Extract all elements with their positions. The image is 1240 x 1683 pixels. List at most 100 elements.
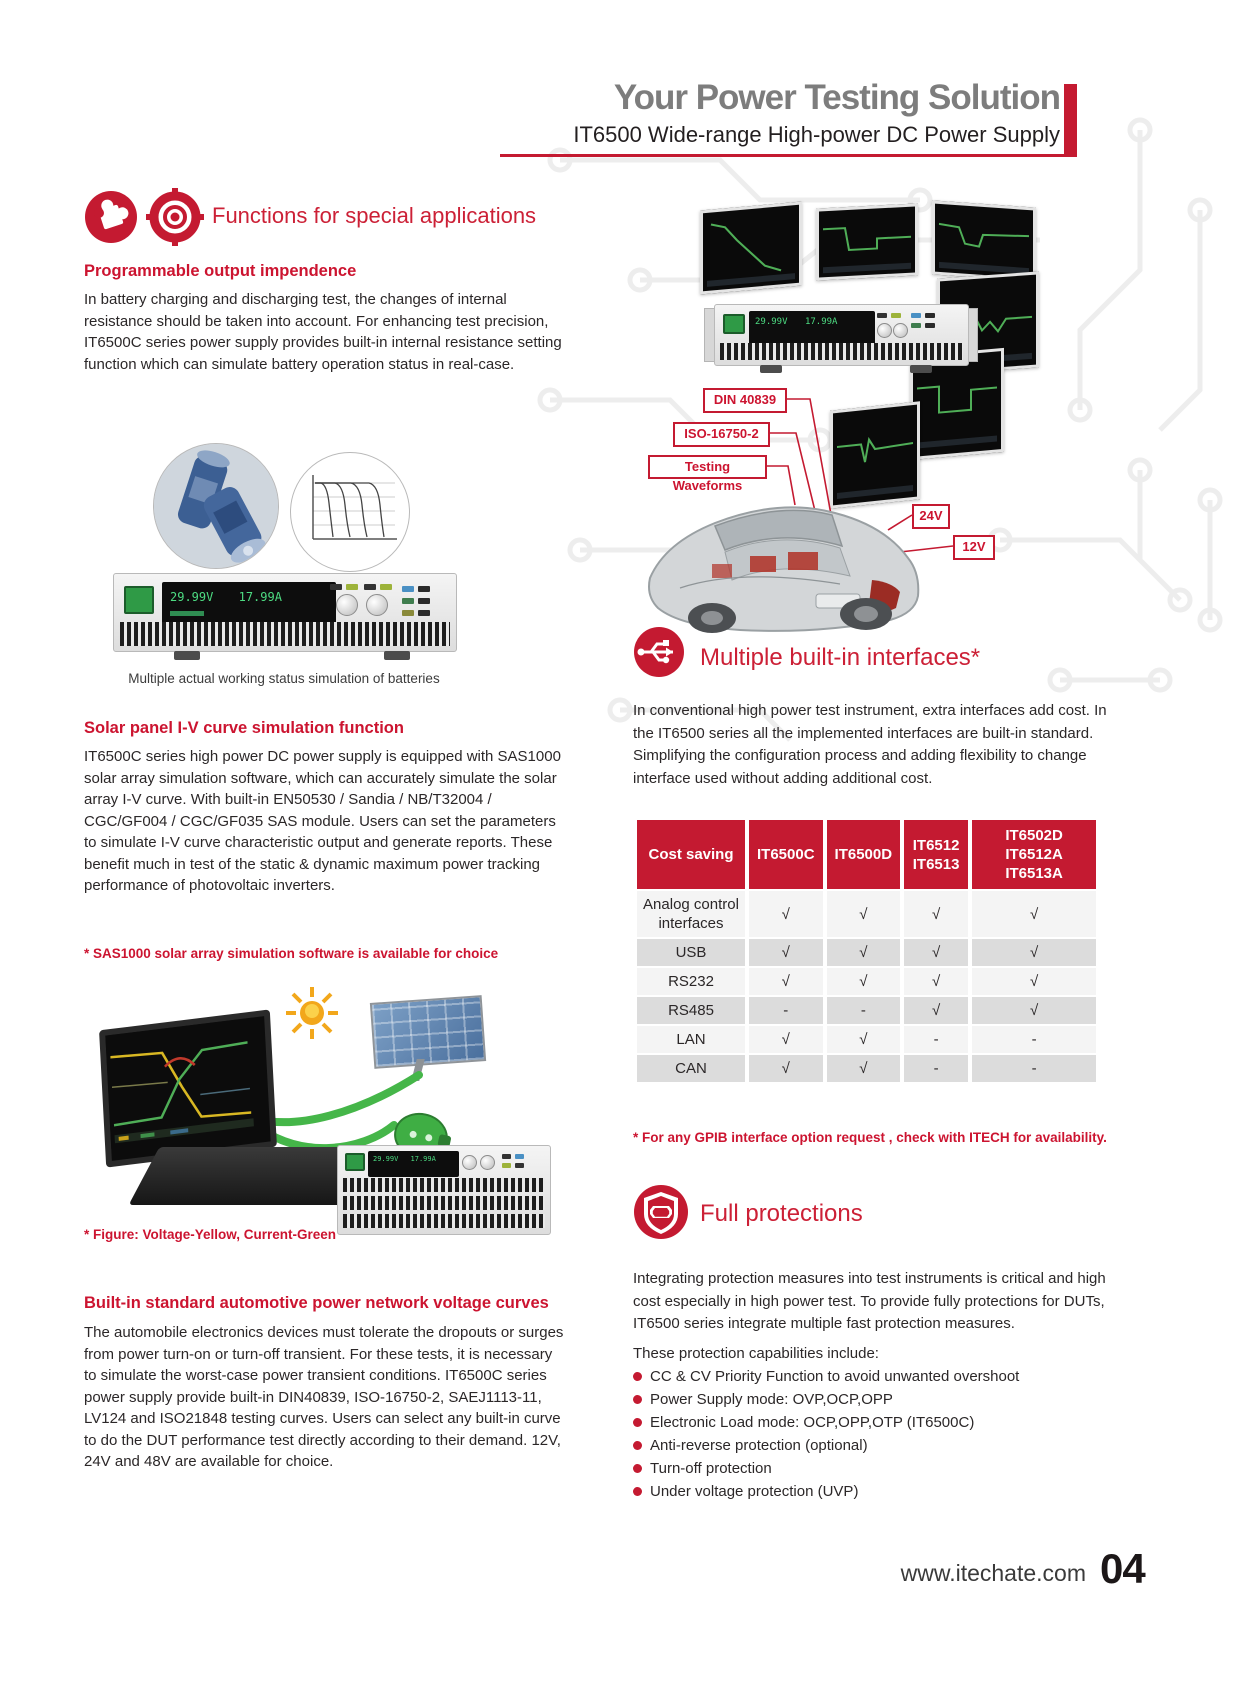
cell: √: [904, 939, 969, 966]
front-display: 29.99V 17.99A: [368, 1151, 459, 1177]
display-current: 17.99A: [238, 590, 282, 604]
ventilation-grille: [120, 622, 450, 646]
automotive-testing-illustration: 29.99V 17.99A DIN 40839 ISO-16750-2 Te: [600, 190, 1200, 640]
panel-button[interactable]: [418, 598, 430, 604]
ventilation-grille: [720, 343, 963, 360]
current-knob[interactable]: [366, 594, 388, 616]
website-link[interactable]: www.itechate.com: [900, 1560, 1086, 1586]
knob[interactable]: [877, 323, 892, 338]
panel-button[interactable]: [402, 586, 414, 592]
figure-color-note: * Figure: Voltage-Yellow, Current-Green: [84, 1227, 337, 1242]
knob[interactable]: [480, 1155, 495, 1170]
panel-button[interactable]: [402, 598, 414, 604]
paragraph-interfaces: In conventional high power test instrume…: [633, 702, 1107, 787]
bullet-icon: [633, 1441, 642, 1450]
paragraph-protections: Integrating protection measures into tes…: [633, 1270, 1106, 1332]
panel-button[interactable]: [515, 1154, 524, 1159]
list-item: Turn-off protection: [633, 1457, 1133, 1480]
bullet-icon: [633, 1464, 642, 1473]
cell: -: [972, 1026, 1097, 1053]
solar-power-supply: 29.99V 17.99A: [337, 1145, 551, 1235]
list-item-text: CC & CV Priority Function to avoid unwan…: [650, 1368, 1020, 1385]
knob[interactable]: [462, 1155, 477, 1170]
waveform-monitor-3: [932, 200, 1036, 282]
row-label: USB: [637, 939, 745, 966]
device-foot: [384, 651, 410, 660]
panel-button[interactable]: [346, 584, 358, 590]
power-button[interactable]: [723, 314, 745, 334]
cell: √: [826, 1055, 901, 1082]
voltage-knob[interactable]: [336, 594, 358, 616]
list-item-text: Turn-off protection: [650, 1460, 772, 1477]
protection-capabilities-list: These protection capabilities include: C…: [633, 1342, 1133, 1503]
power-supply-front-panel: 29.99V 17.99A: [113, 573, 457, 652]
callout-connector-lines: [763, 398, 954, 553]
row-label: CAN: [637, 1055, 745, 1082]
page-subtitle: IT6500 Wide-range High-power DC Power Su…: [573, 122, 1060, 147]
waveform-monitor-6: [830, 401, 920, 509]
page-title: Your Power Testing Solution: [613, 78, 1061, 117]
display-voltage: 29.99V: [170, 590, 214, 604]
panel-button[interactable]: [925, 323, 935, 328]
cell: √: [904, 997, 969, 1024]
front-display: 29.99V 17.99A: [749, 311, 875, 347]
panel-button[interactable]: [925, 313, 935, 318]
list-item: Power Supply mode: OVP,OCP,OPP: [633, 1388, 1133, 1411]
power-button[interactable]: [124, 586, 154, 614]
cell: √: [749, 968, 823, 995]
heading-programmable-impedance: Programmable output impendence: [84, 262, 357, 280]
display-current: 17.99A: [410, 1155, 436, 1163]
panel-button[interactable]: [911, 313, 921, 318]
panel-button[interactable]: [364, 584, 376, 590]
cell: √: [972, 939, 1097, 966]
section-title-interfaces: Multiple built-in interfaces*: [700, 644, 981, 671]
section-title-special-applications: Functions for special applications: [212, 203, 537, 228]
power-button[interactable]: [345, 1153, 365, 1171]
battery-photo: [153, 443, 279, 569]
panel-button[interactable]: [380, 584, 392, 590]
header-red-rule: [500, 154, 1077, 157]
usb-icon: [634, 627, 684, 677]
cell: -: [749, 997, 823, 1024]
panel-button[interactable]: [515, 1163, 524, 1168]
cell: -: [904, 1026, 969, 1053]
paragraph-automotive-curves: The automobile electronics devices must …: [84, 1324, 564, 1470]
ventilation-grille: [343, 1178, 545, 1192]
bullet-icon: [633, 1372, 642, 1381]
panel-button[interactable]: [330, 584, 342, 590]
panel-button[interactable]: [402, 610, 414, 616]
panel-button[interactable]: [418, 610, 430, 616]
knob[interactable]: [893, 323, 908, 338]
cell: √: [904, 968, 969, 995]
table-row: RS485 - - √ √: [637, 997, 1097, 1024]
cell: √: [749, 939, 823, 966]
list-item-text: Power Supply mode: OVP,OCP,OPP: [650, 1391, 893, 1408]
list-item-text: Electronic Load mode: OCP,OPP,OTP (IT650…: [650, 1414, 975, 1431]
protection-list-intro: These protection capabilities include:: [633, 1345, 879, 1362]
ventilation-grille: [343, 1214, 545, 1228]
battery-simulation-figure: 29.99V 17.99A: [84, 420, 562, 673]
display-voltage: 29.99V: [755, 317, 788, 327]
table-footnote: * For any GPIB interface option request …: [633, 1130, 1107, 1145]
panel-button[interactable]: [911, 323, 921, 328]
device-foot: [760, 365, 782, 373]
bullet-icon: [633, 1418, 642, 1427]
bullet-icon: [633, 1487, 642, 1496]
cell: -: [826, 997, 901, 1024]
row-label: RS485: [637, 997, 745, 1024]
target-icon: [146, 188, 204, 246]
table-row: Analog control interfaces √ √ √ √: [637, 891, 1097, 937]
panel-button[interactable]: [502, 1154, 511, 1159]
cell: √: [826, 1026, 901, 1053]
section-title-protections: Full protections: [700, 1200, 863, 1227]
table-header-cell: IT6512 IT6513: [904, 820, 969, 889]
panel-button[interactable]: [502, 1163, 511, 1168]
panel-button[interactable]: [418, 586, 430, 592]
waveform-monitor-1: [700, 201, 802, 295]
table-header-cell: IT6502D IT6512A IT6513A: [972, 820, 1097, 889]
page-number: 04: [1100, 1545, 1146, 1592]
table-header-cell: Cost saving: [637, 820, 745, 889]
panel-button[interactable]: [877, 313, 887, 318]
panel-button[interactable]: [891, 313, 901, 318]
